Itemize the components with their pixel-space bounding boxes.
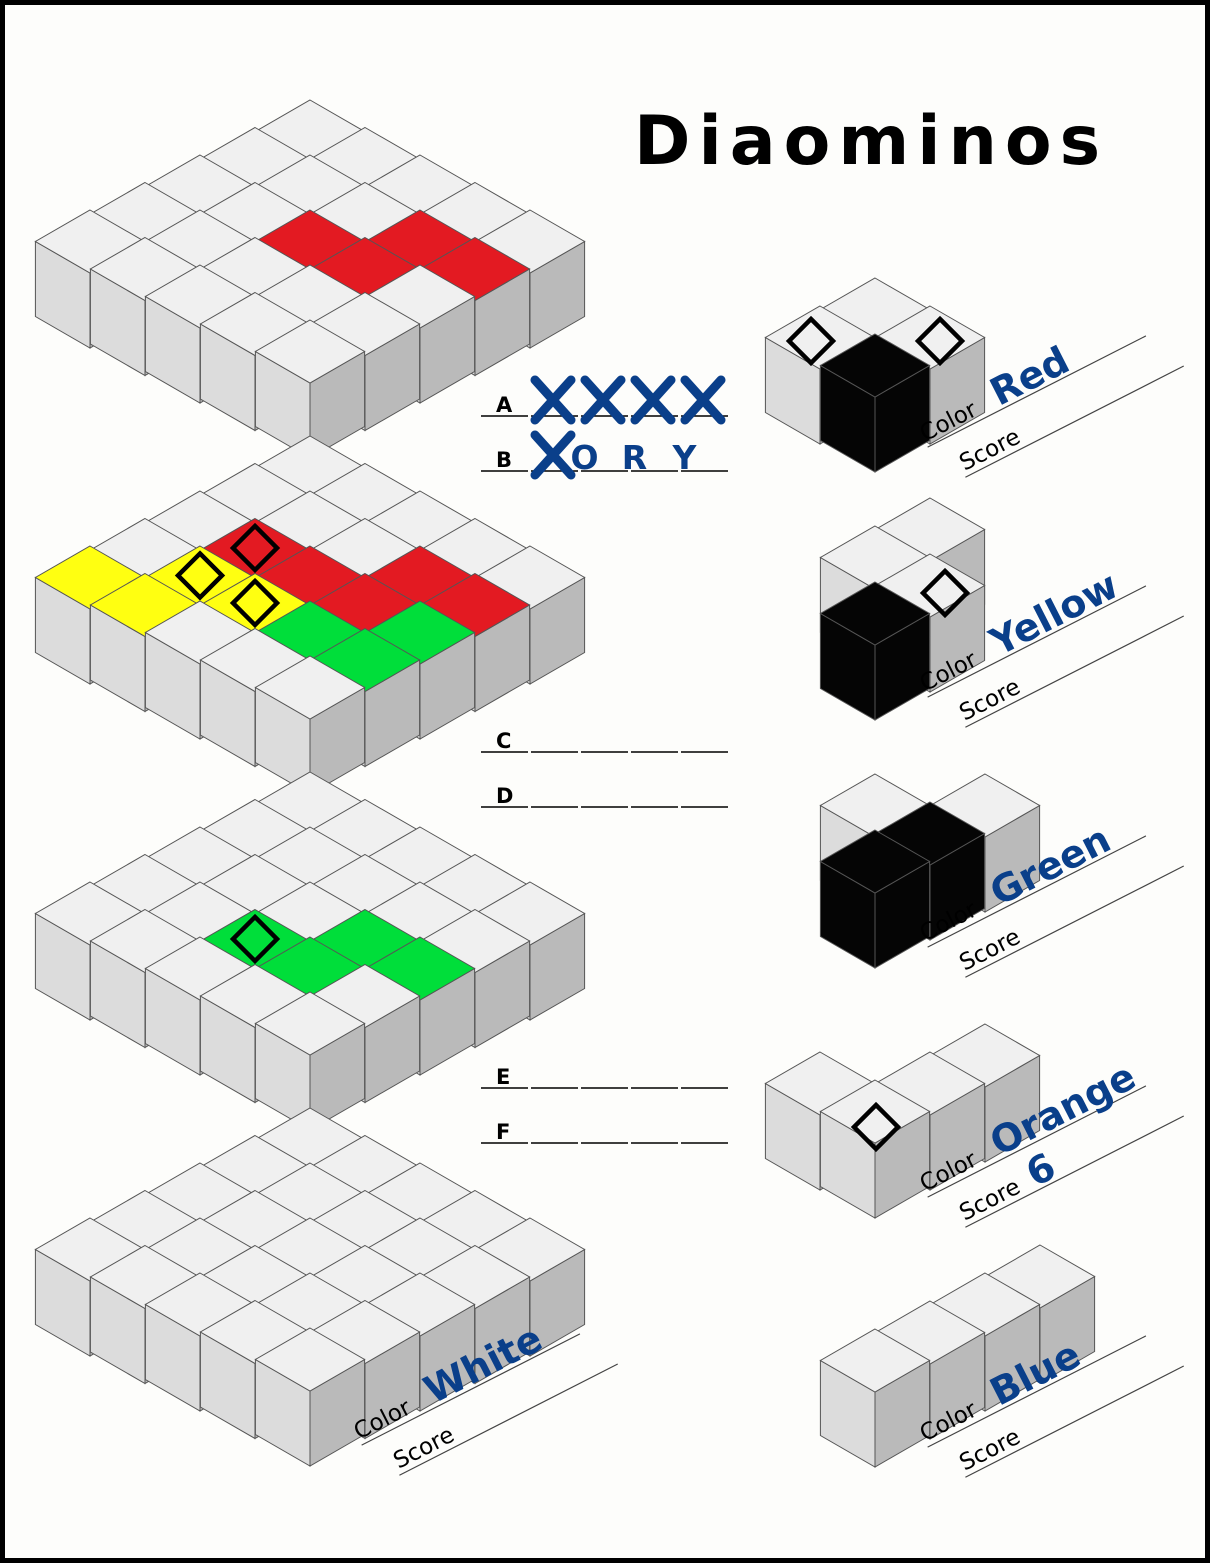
answer-row-label: E (496, 1065, 510, 1089)
cube-top-face (819, 1328, 931, 1393)
cross-mark (530, 430, 576, 480)
piece-green (819, 773, 1041, 969)
diamond-marker (229, 913, 281, 965)
answer-row-f: F (481, 1120, 728, 1144)
cross-mark (630, 375, 676, 425)
cube-top-face (254, 319, 366, 384)
score-line (965, 865, 1184, 978)
cube-top-face (254, 1327, 366, 1392)
cross-mark (680, 375, 726, 425)
page-title: Diaominos (634, 102, 1108, 181)
piece-cube (819, 829, 931, 969)
answer-letter: Y (672, 438, 698, 477)
diamond-marker (229, 577, 281, 629)
diamond-marker (174, 550, 226, 601)
grid-4 (34, 1107, 586, 1467)
cube-top-face (819, 829, 931, 894)
piece-cube (819, 333, 931, 473)
answer-letter: O (570, 438, 598, 477)
grid-3 (34, 771, 586, 1131)
color-line (927, 1335, 1147, 1448)
score-line (965, 615, 1184, 728)
grid-cube (254, 655, 366, 795)
cube-top-face (254, 655, 366, 720)
cube-top-face (819, 333, 931, 398)
diamond-marker (919, 567, 971, 619)
answer-row-label: F (496, 1120, 510, 1144)
grid-cube (254, 1327, 366, 1467)
score-line (965, 365, 1184, 478)
answer-row-label: B (496, 448, 512, 472)
answer-letter: R (622, 438, 647, 477)
cube-top-face (254, 991, 366, 1056)
piece-panels: ColorScoreWhiteColorScoreRedColorScoreYe… (350, 277, 1184, 1478)
score-line (965, 1115, 1184, 1228)
piece-cube (819, 1079, 931, 1219)
diamond-marker (850, 1101, 902, 1153)
color-line (927, 335, 1147, 448)
puzzle-grids (34, 99, 586, 1467)
piece-yellow (819, 497, 986, 721)
diamond-marker (785, 315, 837, 367)
cube-top-face (819, 581, 931, 646)
color-line (927, 835, 1147, 948)
grid-1 (34, 99, 586, 459)
color-line (927, 1085, 1147, 1198)
answer-row-a: A (481, 375, 728, 425)
piece-cube (819, 581, 931, 721)
piece-cube (819, 1328, 931, 1468)
answer-row-e: E (481, 1065, 728, 1089)
cross-mark (530, 375, 576, 425)
cross-mark (580, 375, 626, 425)
color-line (927, 585, 1147, 698)
answer-row-label: C (496, 729, 511, 753)
diamond-marker (229, 522, 281, 574)
color-line (361, 1333, 581, 1446)
piece-orange (764, 1023, 1041, 1219)
piece-blue (819, 1244, 1096, 1468)
answer-row-c: C (481, 729, 728, 753)
score-line (965, 1365, 1184, 1478)
answer-row-label: D (496, 784, 513, 808)
grid-cube (254, 319, 366, 459)
cube-top-face (819, 1079, 931, 1144)
score-line (399, 1363, 618, 1476)
diamond-marker (914, 315, 966, 367)
piece-red (764, 277, 986, 473)
grid-2 (34, 435, 586, 795)
answer-row-d: D (481, 784, 728, 808)
grid-cube (254, 991, 366, 1131)
answer-row-label: A (496, 393, 513, 417)
